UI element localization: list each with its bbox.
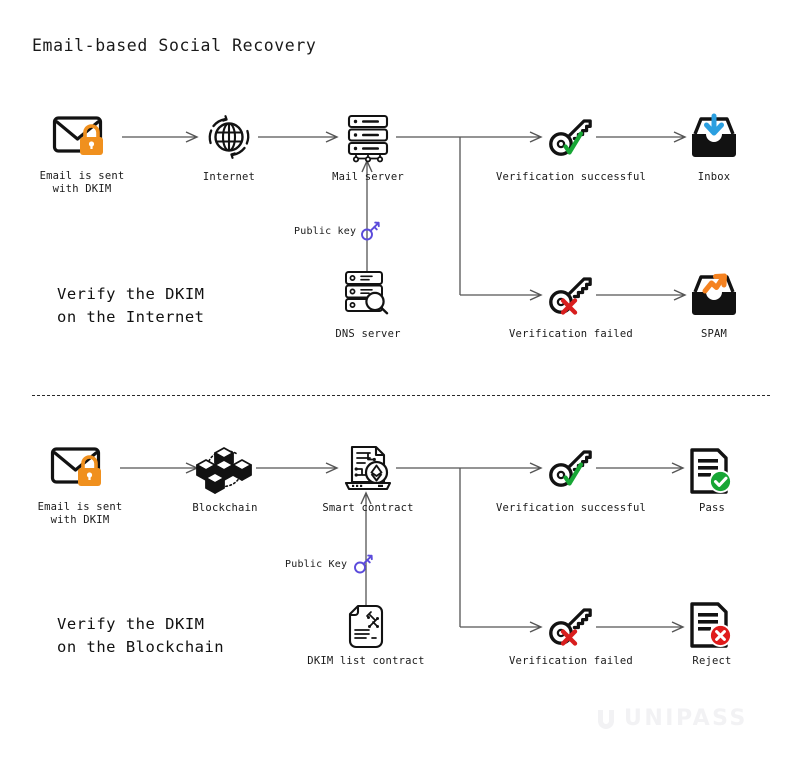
dns-server-icon — [342, 270, 394, 316]
node-label-verification-failed-blockchain: Verification failed — [509, 655, 633, 667]
public-key-label-internet: Public key — [294, 226, 357, 237]
smart-contract-icon — [340, 444, 396, 494]
dkim-list-contract-icon — [344, 604, 390, 650]
node-label-smart-contract: Smart contract — [322, 502, 414, 514]
node-label-blockchain: Blockchain — [192, 502, 258, 514]
node-label-mail-server: Mail server — [332, 171, 404, 183]
public-key-label-blockchain: Public Key — [285, 559, 348, 570]
key-cross-icon-blockchain — [548, 607, 596, 649]
section-heading-blockchain: Verify the DKIM on the Blockchain — [57, 615, 225, 656]
key-cross-icon-internet — [548, 276, 596, 318]
envelope-lock-icon-internet — [52, 113, 112, 161]
envelope-lock-icon-blockchain — [50, 444, 110, 492]
node-label-dns-server: DNS server — [335, 328, 401, 340]
public-key-icon-internet — [360, 218, 382, 242]
node-label-email-sent-internet: Email is sent with DKIM — [39, 170, 125, 195]
node-label-verification-failed-internet: Verification failed — [509, 328, 633, 340]
node-label-pass: Pass — [698, 502, 726, 514]
public-key-icon-blockchain — [353, 551, 375, 575]
section-internet-connectors — [122, 131, 687, 301]
node-label-spam: SPAM — [700, 328, 728, 340]
blockchain-icon — [196, 444, 254, 494]
node-label-reject: Reject — [692, 655, 732, 667]
key-check-icon-blockchain — [548, 449, 596, 491]
page-title: Email-based Social Recovery — [32, 36, 317, 55]
node-label-verification-successful-internet: Verification successful — [496, 171, 646, 183]
unipass-watermark-text: UNIPASS — [624, 706, 748, 731]
unipass-watermark: UNIPASS — [596, 706, 748, 731]
key-check-icon-internet — [548, 118, 596, 160]
node-label-dkim-list-contract: DKIM list contract — [307, 655, 425, 667]
node-label-internet: Internet — [202, 171, 256, 183]
spam-tray-icon — [689, 272, 739, 318]
document-check-icon — [688, 448, 736, 496]
section-heading-internet: Verify the DKIM on the Internet — [57, 285, 205, 326]
section-blockchain-connectors — [120, 462, 685, 633]
node-label-verification-successful-blockchain: Verification successful — [496, 502, 646, 514]
globe-icon — [205, 114, 253, 160]
node-label-inbox: Inbox — [697, 171, 731, 183]
mail-server-icon — [342, 112, 394, 163]
unipass-logo-icon — [598, 709, 614, 729]
inbox-icon — [689, 113, 739, 160]
section-divider — [32, 395, 770, 396]
node-label-email-sent-blockchain: Email is sent with DKIM — [37, 501, 123, 526]
document-cross-icon — [688, 602, 736, 650]
